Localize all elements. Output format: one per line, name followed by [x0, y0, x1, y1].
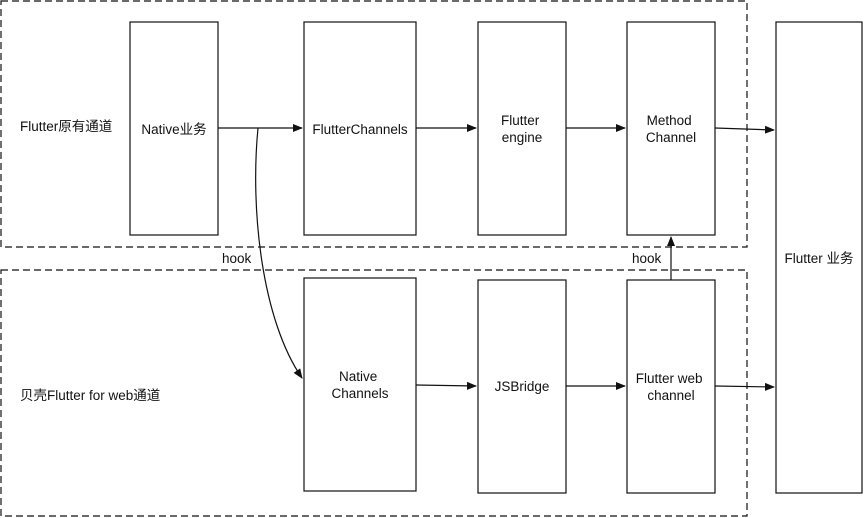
node-label-line: Channel [646, 130, 696, 145]
node-label-line: engine [502, 130, 543, 145]
lane-beike-flutter-for-web [0, 269, 748, 517]
node-label-line: Native业务 [141, 122, 206, 137]
node-label-line: Flutter 业务 [784, 251, 853, 266]
hook-label-right-bg [628, 250, 670, 267]
lane-label-bottom: 贝壳Flutter for web通道 [20, 388, 160, 403]
arrow-flutter-web-channel-to-flutter-business [714, 382, 775, 391]
node-flutter-business [775, 21, 863, 494]
lane-flutter-original [0, 0, 748, 248]
node-label-line: Method [647, 113, 692, 128]
node-label-line: channel [647, 388, 694, 403]
node-label-line: Flutter web [636, 371, 703, 386]
node-label-jsbridge: JSBridge [495, 379, 550, 394]
arrow-hook-to-native-channels [255, 127, 303, 379]
node-label-line: Flutter [501, 113, 540, 128]
node-flutter-channels [303, 21, 417, 236]
node-flutter-web-channel [626, 279, 716, 494]
node-label-flutter-engine: Flutter engine [501, 113, 543, 145]
node-label-flutter-web-channel: Flutter web channel [636, 371, 707, 403]
node-label-line: JSBridge [495, 379, 550, 394]
node-method-channel [626, 21, 716, 236]
node-label-line: Channels [331, 386, 388, 401]
node-native-business [129, 21, 219, 236]
node-label-flutter-channels: FlutterChannels [312, 122, 408, 137]
node-label-method-channel: Method Channel [646, 113, 696, 145]
node-native-channels [303, 277, 417, 492]
node-jsbridge [477, 279, 567, 494]
arrow-nativechannels-to-jsbridge [415, 381, 477, 390]
lane-label-top: Flutter原有通道 [20, 119, 112, 134]
node-label-native-channels: Native Channels [331, 369, 388, 401]
hook-label-right: hook [632, 251, 662, 266]
node-label-line: Native [339, 369, 377, 384]
arrow-methodchannel-to-flutter-business [714, 125, 775, 134]
node-label-line: FlutterChannels [312, 122, 408, 137]
hook-label-left: hook [222, 251, 252, 266]
node-label-flutter-business: Flutter 业务 [784, 251, 853, 266]
node-flutter-engine [477, 21, 567, 236]
node-label-native-business: Native业务 [141, 122, 206, 137]
